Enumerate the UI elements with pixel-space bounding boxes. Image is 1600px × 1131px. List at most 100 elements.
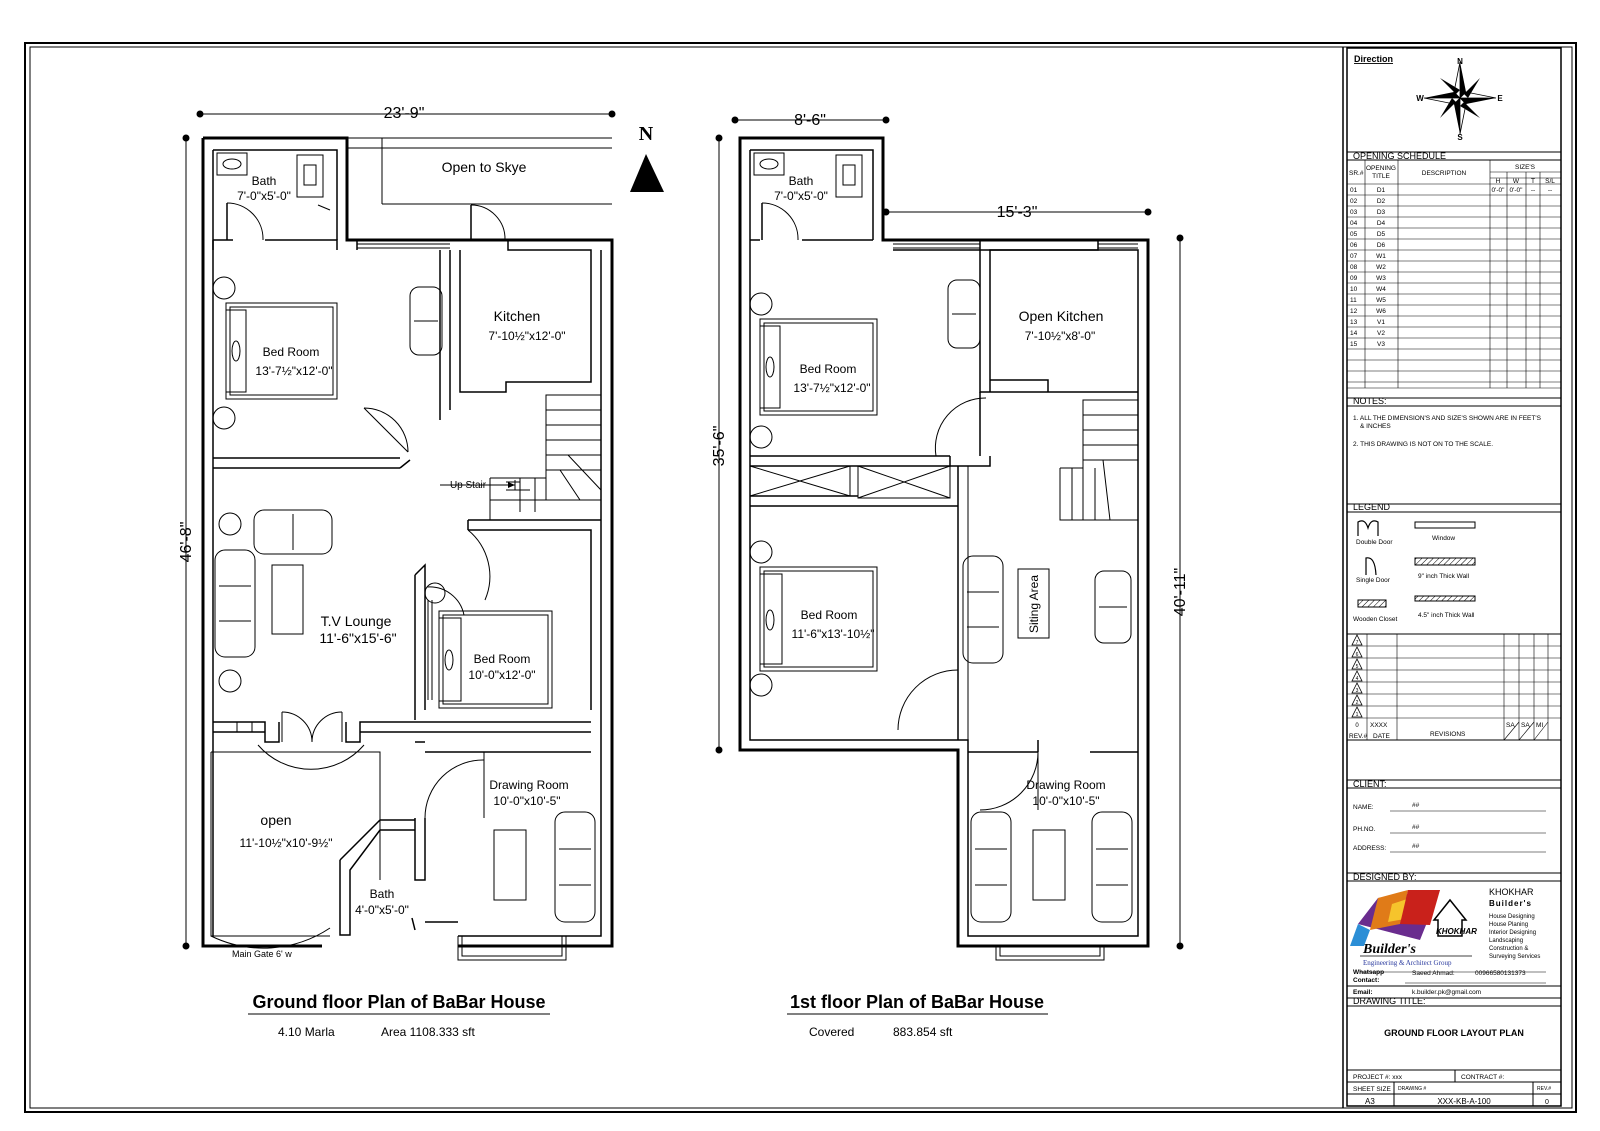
logo-engineering: Engineering & Architect Group [1363,959,1452,967]
direction-label: Direction [1354,54,1393,64]
ground-open-size: 11'-10½"x10'-9½" [240,836,333,850]
rev-head-rev: REV.# [1349,733,1368,740]
rev-xxxx: XXXX [1370,722,1388,729]
schedule-cell-sr: 11 [1350,297,1357,304]
first-bath-name: Bath [789,174,814,188]
client-name-label: NAME: [1353,804,1374,811]
sheet-border-inner [29,46,1573,1109]
title-block [1346,47,1562,1107]
client-name-value: ## [1412,802,1420,809]
legend-closet: Wooden Closet [1353,616,1398,623]
ground-bath2-name: Bath [370,887,395,901]
single-door-icon [1365,557,1377,576]
rev-7: 7 [1356,640,1359,646]
service-2: House Planing [1489,922,1528,928]
compass-w: W [1416,94,1424,103]
ground-bath-size: 7'-0"x5'-0" [237,189,291,203]
ground-bed1-name: Bed Room [263,345,320,359]
contact-label: Contact: [1353,977,1379,984]
rev-no-value: 0 [1545,1099,1549,1106]
first-bed1-size: 13'-7½"x12'-0" [793,381,870,395]
schedule-cell-title: D6 [1377,242,1386,249]
compass-e: E [1497,94,1503,103]
ground-bath-name: Bath [252,174,277,188]
schedule-cell-sr: 14 [1350,330,1358,337]
first-bath-size: 7'-0"x5'-0" [774,189,828,203]
schedule-cell-sr: 04 [1350,220,1358,227]
first-floor-labels: 8'-6" 15'-3" 35'-6" 40'-11" Bath 7'-0"x5… [711,112,1189,1039]
note-1b: & INCHES [1360,423,1391,430]
rev-0: 0 [1355,723,1359,729]
client-address-value: ## [1412,843,1420,850]
service-1: House Designing [1489,914,1535,920]
schedule-cell-title: W6 [1376,308,1386,315]
wall-9-icon [1414,557,1476,566]
contact-phone: 00966580131373 [1475,970,1526,977]
schedule-cell-sr: 07 [1350,253,1358,260]
first-bed2-name: Bed Room [801,608,858,622]
client-ph-label: PH.NO. [1353,826,1376,833]
project-label: PROJECT #: xxx [1353,1074,1403,1081]
drawing-no-label: DRAWING # [1398,1086,1426,1092]
whatsapp-label: Whatsapp [1353,969,1384,976]
rev-4: 4 [1356,676,1359,682]
first-drawing-size: 10'-0"x10'-5" [1032,794,1099,808]
contact-name: Saeed Ahmad: [1412,970,1455,977]
closet-icon [1357,599,1387,608]
company-name-2: Builder's [1489,899,1532,908]
compass-s: S [1457,133,1463,142]
rev-5: 5 [1356,664,1359,670]
schedule-cell-sr: 15 [1350,341,1358,348]
wall-45-icon [1414,595,1476,602]
schedule-cell-title: D4 [1377,220,1386,227]
ground-kitchen-size: 7'-10½"x12'-0" [488,329,565,343]
service-6: Surveying Services [1489,954,1540,960]
legend-wall-9: 9" inch Thick Wall [1418,573,1470,580]
schedule-cell-sr: 13 [1350,319,1358,326]
designed-by-title: DESIGNED BY: [1353,872,1417,882]
ground-bed2-name: Bed Room [474,652,531,666]
ground-plan-title: Ground floor Plan of BaBar House [252,992,545,1012]
first-drawing-name: Drawing Room [1026,778,1105,792]
schedule-title-header2: TITLE [1372,173,1390,180]
schedule-cell-title: D2 [1377,198,1386,205]
first-plan-title: 1st floor Plan of BaBar House [790,992,1044,1012]
compass-n: N [1457,57,1463,66]
ground-floor-plan [182,110,616,961]
schedule-cell-h: 0'-0" [1492,187,1506,194]
first-covered-area: 883.854 sft [893,1025,953,1039]
schedule-cell-title: V3 [1377,341,1385,348]
schedule-cell-sr: 12 [1350,308,1358,315]
email-value: k.builder.pk@gmail.com [1412,989,1481,996]
note-1a: 1. ALL THE DIMENSION'S AND SIZE'S SHOWN … [1353,415,1542,422]
rev-6: 6 [1356,652,1359,658]
schedule-w-header: W [1513,178,1520,185]
company-logo: KHOKHAR Builder's Engineering & Architec… [1350,890,1477,967]
schedule-cell-title: W2 [1376,264,1386,271]
service-3: Interior Designing [1489,930,1536,936]
logo-builders: Builder's [1362,942,1416,957]
first-kitchen-size: 7'-10½"x8'-0" [1025,329,1095,343]
schedule-cell-sr: 09 [1350,275,1358,282]
schedule-cell-sr: 02 [1350,198,1358,205]
first-kitchen-name: Open Kitchen [1019,308,1104,324]
ground-open-name: open [260,812,291,828]
legend-title: LEGEND [1353,502,1391,512]
rev-1: 1 [1356,712,1359,718]
ground-dim-top: 23'-9" [384,105,425,122]
rev-head-revisions: REVISIONS [1430,731,1466,738]
schedule-cell-title: V2 [1377,330,1385,337]
schedule-cell-title: W1 [1376,253,1386,260]
window-icon [1414,521,1476,529]
schedule-cell-sl: -- [1548,187,1552,194]
company-name-1: KHOKHAR [1489,887,1534,897]
schedule-cell-sr: 01 [1350,187,1358,194]
schedule-cell-sr: 10 [1350,286,1358,293]
ground-dim-side: 46'-8" [178,522,195,563]
schedule-cell-title: W4 [1376,286,1386,293]
schedule-cell-title: V1 [1377,319,1385,326]
notes-title: NOTES: [1353,396,1387,406]
drawing-no-value: XXX-KB-A-100 [1437,1097,1491,1106]
sheet-size-value: A3 [1365,1097,1375,1106]
